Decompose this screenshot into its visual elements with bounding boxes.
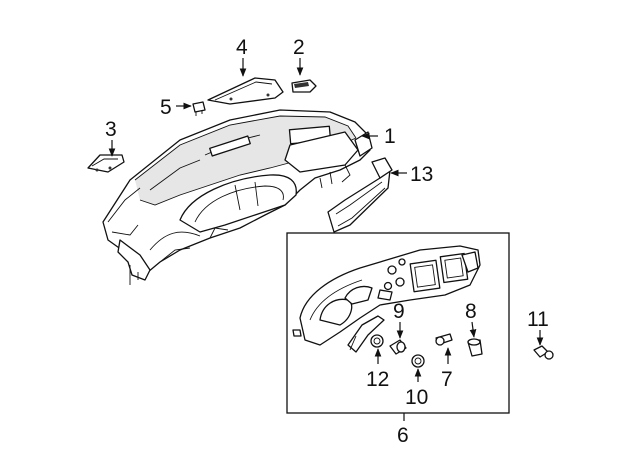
instrument-panel-part	[102, 109, 373, 285]
part-7-knob	[435, 333, 453, 346]
part-6-bezel	[292, 245, 481, 346]
leader-arrows	[108, 58, 544, 421]
part-5-clip	[192, 101, 206, 116]
part-11-socket	[533, 345, 554, 360]
part-6-group-box	[286, 232, 510, 414]
callout-5: 5	[160, 96, 172, 119]
callout-7: 7	[441, 368, 453, 391]
part-9-knob	[389, 339, 407, 355]
callout-2: 2	[293, 36, 305, 59]
callout-12: 12	[366, 368, 389, 391]
callout-11: 11	[527, 308, 549, 331]
callout-10: 10	[405, 386, 428, 409]
part-4-panel	[207, 77, 284, 105]
part-12-trim	[347, 315, 385, 353]
callout-9: 9	[393, 300, 405, 323]
callout-4: 4	[236, 36, 248, 59]
part-10-knob	[411, 354, 425, 368]
part-13-trim	[327, 157, 393, 233]
callout-3: 3	[105, 118, 117, 141]
part-2-clip	[291, 79, 317, 93]
callout-13: 13	[410, 163, 433, 186]
part-8-knob	[467, 338, 483, 357]
callout-8: 8	[465, 300, 477, 323]
callout-6: 6	[397, 424, 409, 447]
part-3-cover	[87, 154, 125, 173]
callout-1: 1	[384, 125, 396, 148]
